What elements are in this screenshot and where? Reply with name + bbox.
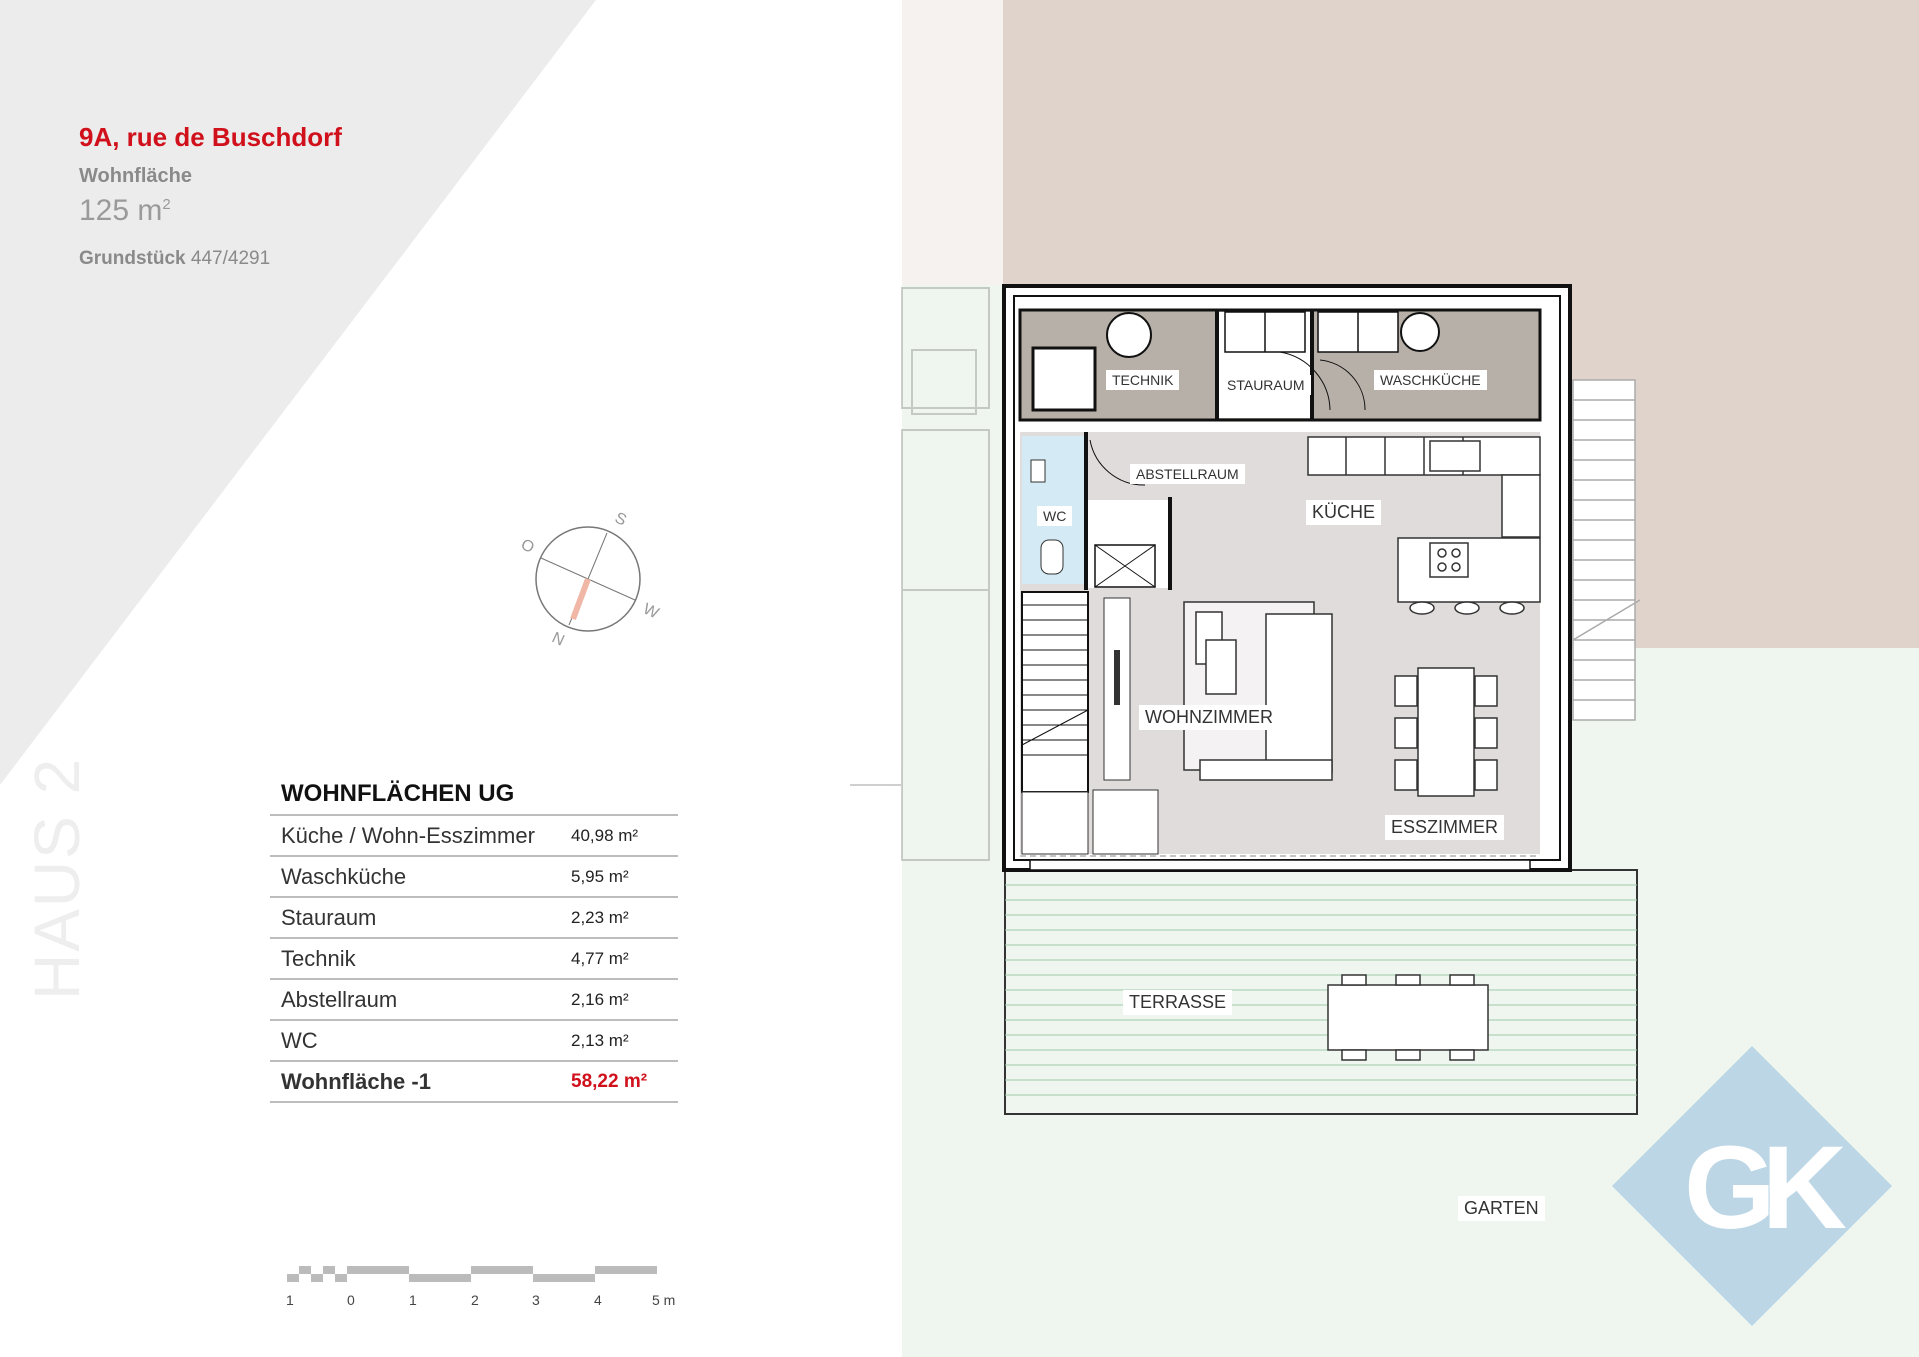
scale-label: 5 m [652,1292,676,1308]
terrace-table [1327,974,1489,1061]
room-label-technik: TECHNIK [1106,370,1180,390]
terrace-area [1004,869,1638,1115]
table-row: Stauraum 2,23 m² [270,896,678,937]
scale-label: 4 [594,1292,602,1308]
row-value: 5,95 m² [571,866,629,886]
row-name: Waschküche [281,863,407,889]
room-label-wohnzimmer: WOHNZIMMER [1139,705,1279,730]
room-label-waschkueche: WASCHKÜCHE [1374,370,1487,390]
table-row: Technik 4,77 m² [270,937,678,978]
living-area-unit-sup: 2 [162,196,171,213]
dining-table [1394,667,1498,797]
row-name: Abstellraum [281,986,398,1012]
row-value: 2,16 m² [571,989,629,1009]
room-label-esszimmer: ESSZIMMER [1385,815,1505,840]
total-name: Wohnfläche -1 [281,1068,431,1094]
address-title: 9A, rue de Buschdorf [79,122,342,152]
scale-bar [287,1266,657,1282]
terrace-planks [1005,884,1637,1096]
room-label-wc: WC [1037,506,1073,526]
plot-info: Grundstück 447/4291 [79,248,270,270]
gk-logo [1612,1046,1892,1326]
room-label-abstellraum: ABSTELLRAUM [1130,464,1245,484]
compass-north-needle [570,577,591,621]
row-value: 40,98 m² [571,825,639,845]
outside-stair [1572,379,1641,721]
gk-logo-text: GK [1684,1122,1847,1254]
area-table: Küche / Wohn-Esszimmer 40,98 m² Waschküch… [270,814,678,1103]
row-value: 4,77 m² [571,948,629,968]
table-row: Abstellraum 2,16 m² [270,978,678,1019]
scale-label: 3 [532,1292,540,1308]
table-row: Küche / Wohn-Esszimmer 40,98 m² [270,814,678,855]
table-row: Waschküche 5,95 m² [270,855,678,896]
row-name: WC [281,1027,318,1053]
scale-label: 2 [471,1292,479,1308]
scale-label: 1 [409,1292,417,1308]
row-name: Technik [281,945,356,971]
table-total-row: Wohnfläche -1 58,22 m² [270,1060,678,1103]
living-area-label: Wohnfläche [79,165,192,187]
compass [535,526,641,632]
neighbor-house [850,287,990,861]
table-row: WC 2,13 m² [270,1019,678,1060]
neighbor-strip [902,0,1003,285]
room-label-garten: GARTEN [1458,1196,1545,1221]
scale-label: 1 [286,1292,294,1308]
kitchen-counters [1307,436,1541,615]
total-value: 58,22 m² [571,1070,648,1092]
room-label-kueche: KÜCHE [1306,500,1382,525]
row-name: Küche / Wohn-Esszimmer [281,822,535,848]
row-value: 2,23 m² [571,907,629,927]
plot-label: Grundstück [79,248,186,269]
plot-value: 447/4291 [190,248,271,269]
row-name: Stauraum [281,904,377,930]
living-area-value: 125 m2 [79,194,171,228]
room-label-terrasse: TERRASSE [1123,990,1233,1015]
scale-label: 0 [347,1292,355,1308]
living-area-number: 125 m [79,194,163,227]
row-value: 2,13 m² [571,1030,629,1050]
background-triangle [0,0,596,785]
room-label-stauraum: STAURAUM [1221,375,1311,395]
area-table-title: WOHNFLÄCHEN UG [281,780,515,807]
living-furniture [1183,601,1333,781]
house-side-label: HAUS 2 [21,756,93,1000]
